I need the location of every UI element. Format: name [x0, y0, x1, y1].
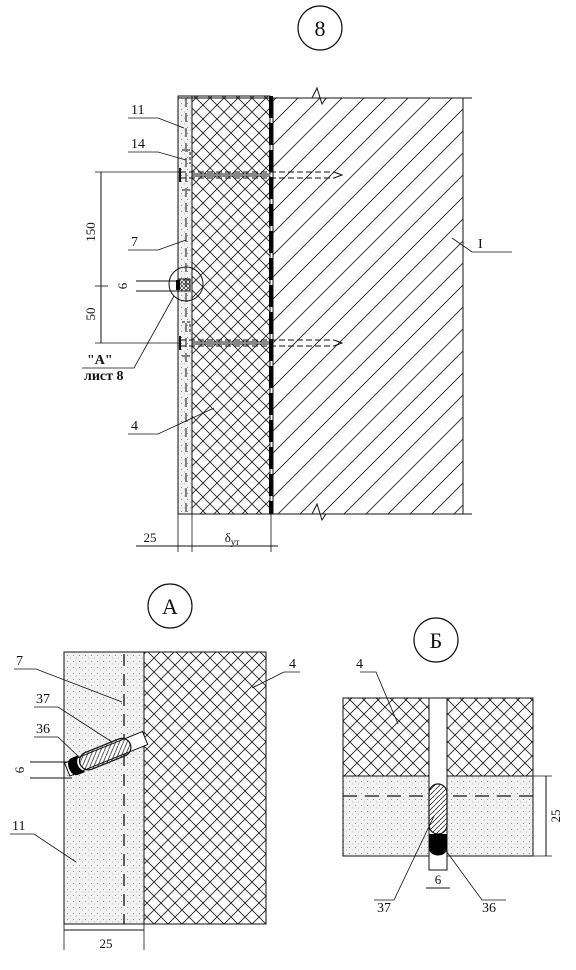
break-line-top: [178, 86, 472, 106]
dim-25: 25: [144, 530, 157, 545]
break-line-bottom: [178, 502, 472, 522]
label-4: 4: [289, 657, 296, 672]
label-14: 14: [131, 137, 145, 152]
label-36: 36: [36, 722, 50, 737]
profile-bracket: [182, 149, 191, 191]
profile-bracket: [182, 321, 191, 357]
label-37: 37: [36, 692, 50, 707]
label-36: 36: [482, 901, 496, 916]
insulation-block: [446, 697, 534, 777]
label-11: 11: [12, 819, 25, 834]
sealant: [429, 834, 447, 856]
main-section-view: 6 150 50 25 δут 11 14 7 4 I "A" лист 8: [82, 86, 512, 552]
masonry-wall: [272, 97, 464, 515]
insulation-block: [191, 175, 271, 343]
dim-insulation-thickness: δут: [225, 530, 240, 547]
insulation-block: [191, 95, 271, 175]
dim-6: 6: [435, 872, 442, 887]
joint-backer: [176, 280, 180, 290]
label-7: 7: [131, 235, 138, 250]
anchor-dowel: [179, 168, 344, 182]
label-4: 4: [356, 657, 363, 672]
dim-25: 25: [548, 810, 563, 823]
dim-6: 6: [115, 282, 130, 289]
label-11: 11: [131, 103, 144, 118]
detail-b-title: Б: [430, 628, 443, 653]
dim-50: 50: [83, 308, 98, 321]
detail-a-reference: "A": [87, 353, 113, 368]
insulation-block: [342, 697, 430, 777]
inclined-joint: [63, 730, 149, 777]
insulation-block: [191, 343, 271, 515]
label-4: 4: [131, 419, 138, 434]
plaster-layer: [63, 651, 145, 925]
label-37: 37: [377, 901, 391, 916]
detail-a-sheet: лист 8: [84, 369, 124, 384]
label-7: 7: [16, 654, 23, 669]
detail-a-view: A 6 25 7 4 37 36 11: [10, 583, 300, 951]
insulation-block: [143, 651, 267, 925]
detail-b-view: Б 25 6 4 37 36: [342, 617, 563, 916]
figure-number: 8: [315, 16, 326, 41]
detail-a-callout-circle: [168, 266, 204, 302]
detail-a-title: A: [162, 594, 178, 619]
dim-150: 150: [83, 222, 98, 242]
backer-rod: [428, 783, 448, 835]
label-I: I: [478, 237, 483, 252]
dim-6: 6: [12, 766, 27, 773]
dim-25: 25: [100, 936, 113, 951]
figure-number-badge: 8: [297, 5, 343, 51]
